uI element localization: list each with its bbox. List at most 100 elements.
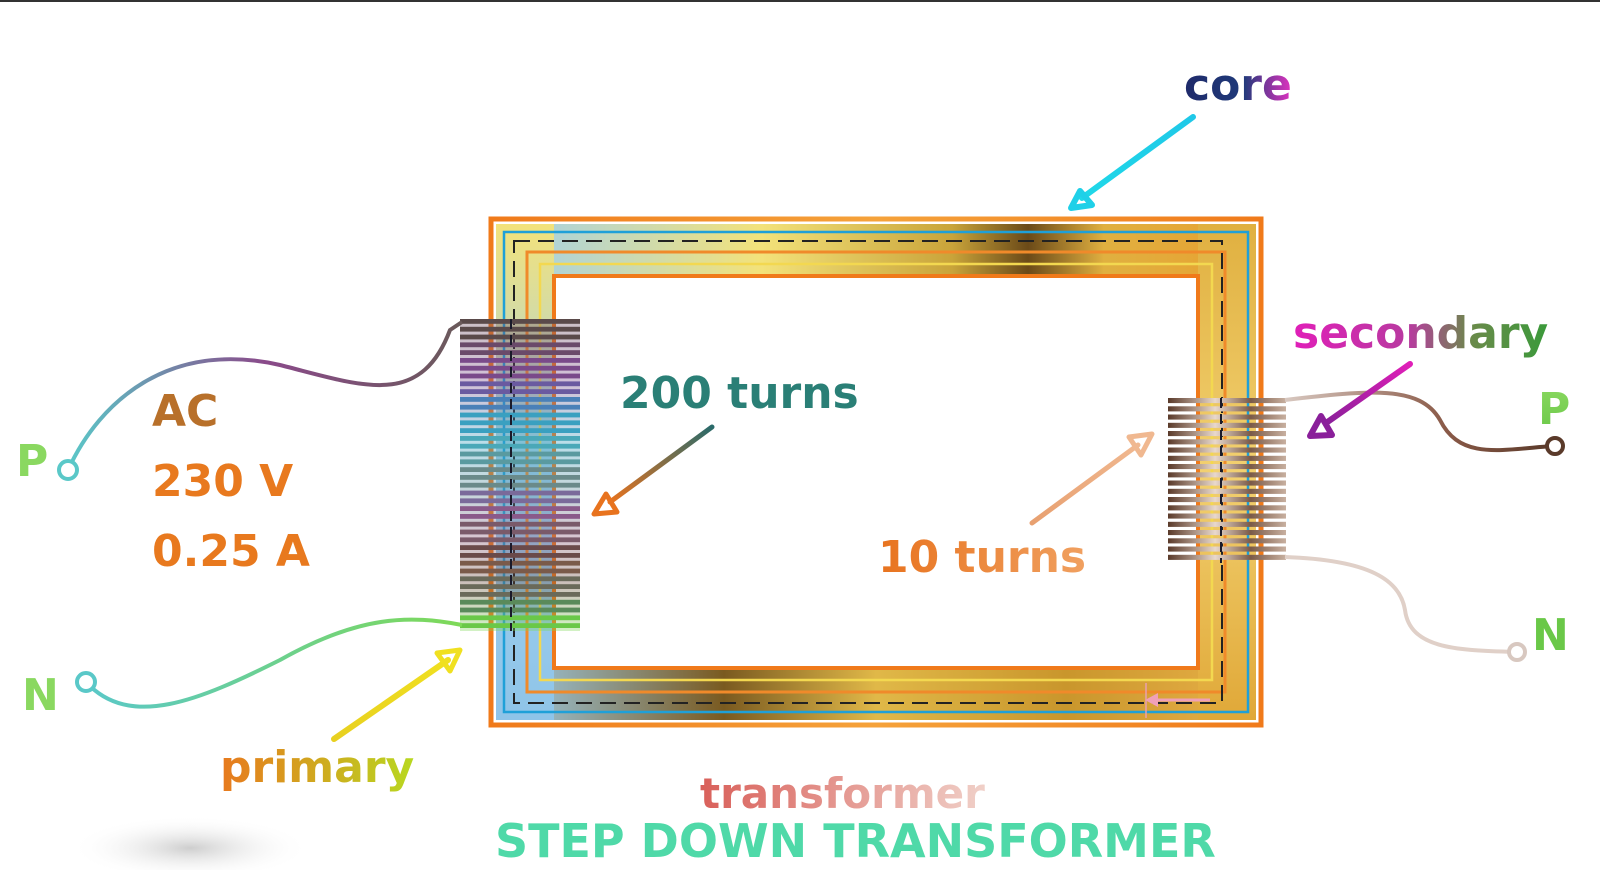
current-label: 0.25 A xyxy=(152,526,310,577)
voltage-label: 230 V xyxy=(152,456,293,507)
primary-coil-turn xyxy=(460,482,580,488)
primary-coil-turn xyxy=(460,521,580,527)
primary-coil-turn xyxy=(460,404,580,410)
primary-coil-turn xyxy=(460,599,580,605)
primary-coil-turn xyxy=(460,568,580,574)
subtitle-label: transformer xyxy=(700,769,985,818)
primary-pointer-line xyxy=(331,657,451,742)
secondary-coil-turn xyxy=(1168,406,1286,412)
primary-coil-turn xyxy=(460,490,580,496)
primary-label: primary xyxy=(220,742,414,793)
secondary-coil-turn xyxy=(1168,398,1286,404)
primary-coil-turn xyxy=(460,514,580,519)
primary-turns-arrow-icon xyxy=(591,491,620,517)
primary-coil-turn xyxy=(460,412,580,418)
secondary-coil-turn xyxy=(1168,497,1286,503)
primary-coil-turn xyxy=(460,506,580,511)
primary-coil-turn xyxy=(460,592,580,597)
primary-coil-turn xyxy=(460,397,580,402)
primary-coil-turn xyxy=(460,334,580,340)
primary-coil-turn xyxy=(460,350,580,355)
blur-smudge xyxy=(70,816,310,870)
primary-coil-turn xyxy=(460,615,580,621)
primary-turns-label: 200 turns xyxy=(620,368,859,419)
primary-coil-turn xyxy=(460,451,580,457)
primary-coil-turn xyxy=(460,576,580,582)
primary-coil-turn xyxy=(460,373,580,379)
primary-live-label: P xyxy=(16,436,48,487)
secondary-coil-turn xyxy=(1168,530,1286,536)
secondary-coil-turn xyxy=(1168,505,1286,511)
primary-coil-turn xyxy=(460,475,580,480)
primary-live-terminal xyxy=(57,459,79,481)
secondary-live-label: P xyxy=(1538,384,1570,435)
core-window xyxy=(556,278,1196,666)
primary-coil-turn xyxy=(460,436,580,441)
primary-coil-turn xyxy=(460,358,580,363)
primary-coil-turn xyxy=(460,342,580,348)
primary-live-wire xyxy=(66,320,464,471)
primary-coil-turn xyxy=(460,467,580,472)
primary-coil-turn xyxy=(460,326,580,332)
primary-neutral-terminal xyxy=(75,671,97,693)
primary-coil-turn xyxy=(460,529,580,535)
primary-coil-turn xyxy=(460,365,580,371)
primary-coil-turn xyxy=(460,545,580,550)
primary-coil-turn xyxy=(460,389,580,394)
primary-coil-turn xyxy=(460,428,580,433)
secondary-coil-turns xyxy=(1168,398,1286,560)
primary-coil-turn xyxy=(460,623,580,628)
flux-arrow-icon xyxy=(1145,693,1158,707)
secondary-coil xyxy=(1168,398,1286,563)
secondary-turns-pointer-line xyxy=(1029,442,1141,526)
primary-coil-turn xyxy=(460,381,580,387)
secondary-live-terminal xyxy=(1545,436,1565,456)
title-label: STEP DOWN TRANSFORMER xyxy=(495,814,1216,868)
primary-coil-turn xyxy=(460,420,580,426)
primary-coil-turn xyxy=(460,537,580,543)
secondary-coil-turn xyxy=(1168,554,1286,560)
primary-coil-turn xyxy=(460,553,580,558)
secondary-coil-turn xyxy=(1168,414,1286,420)
secondary-coil-turn xyxy=(1168,513,1286,519)
secondary-coil-turn xyxy=(1168,447,1286,453)
secondary-coil-turn xyxy=(1168,464,1286,470)
secondary-neutral-wire xyxy=(1284,555,1516,654)
secondary-neutral-label: N xyxy=(1532,610,1569,661)
transformer-core xyxy=(488,216,1264,728)
secondary-coil-turn xyxy=(1168,455,1286,461)
secondary-coil-turn xyxy=(1168,422,1286,428)
primary-coil-turn xyxy=(460,584,580,589)
secondary-pointer-line xyxy=(1323,361,1413,426)
secondary-coil-turn xyxy=(1168,521,1286,527)
core-label: core xyxy=(1184,60,1292,111)
primary-coil-turn xyxy=(460,319,580,324)
primary-coil-turn xyxy=(460,560,580,566)
secondary-coil-turn xyxy=(1168,431,1286,437)
primary-neutral-wire xyxy=(84,617,463,709)
primary-arrow-icon xyxy=(434,647,463,674)
secondary-coil-turn xyxy=(1168,472,1286,478)
primary-coil-turn xyxy=(460,459,580,465)
secondary-coil-turn xyxy=(1168,488,1286,494)
secondary-coil-turn xyxy=(1168,538,1286,544)
core-right-limb xyxy=(1198,224,1256,720)
secondary-coil-turn xyxy=(1168,439,1286,445)
primary-coil-turn xyxy=(460,498,580,504)
primary-coil-turn xyxy=(460,443,580,449)
ac-label: AC xyxy=(152,386,218,437)
primary-coil-turns xyxy=(460,319,580,628)
secondary-arrow-icon xyxy=(1307,413,1335,439)
primary-coil-turn xyxy=(460,607,580,613)
secondary-coil-turn xyxy=(1168,480,1286,486)
secondary-coil-turn xyxy=(1168,546,1286,552)
secondary-label: secondary xyxy=(1293,308,1548,359)
primary-turns-pointer-line xyxy=(607,424,715,505)
secondary-live-wire xyxy=(1284,390,1553,453)
secondary-turns-arrow-icon xyxy=(1126,431,1155,458)
core-arrow-icon xyxy=(1068,188,1095,211)
secondary-turns-label: 10 turns xyxy=(878,532,1086,583)
primary-neutral-label: N xyxy=(22,670,59,721)
